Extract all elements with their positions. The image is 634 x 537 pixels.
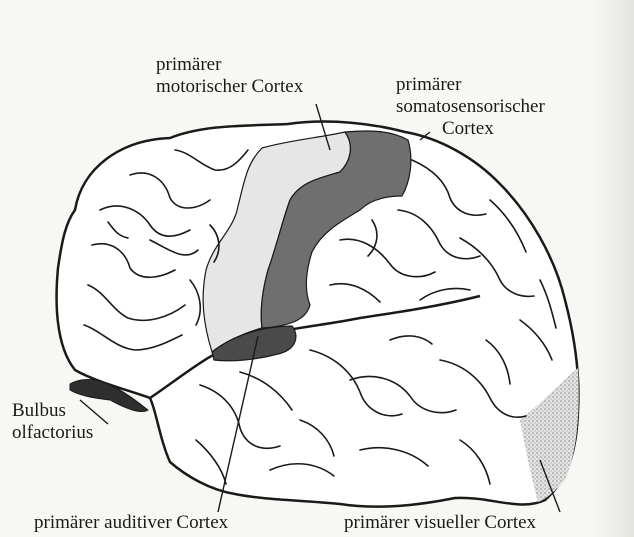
label-visual-cortex: primärer visueller Cortex: [344, 512, 536, 533]
label-motor-cortex-line2: motorischer Cortex: [156, 76, 303, 97]
page-edge-shadow: [594, 0, 634, 537]
label-motor-cortex-line1: primärer: [156, 54, 221, 75]
label-auditory-cortex: primärer auditiver Cortex: [34, 512, 228, 533]
label-bulbus-line1: Bulbus: [12, 400, 66, 421]
label-bulbus-line2: olfactorius: [12, 422, 93, 443]
label-somatosensory-line2: somatosensorischer: [396, 96, 545, 117]
label-somatosensory-line3: Cortex: [442, 118, 494, 139]
label-somatosensory-line1: primärer: [396, 74, 461, 95]
